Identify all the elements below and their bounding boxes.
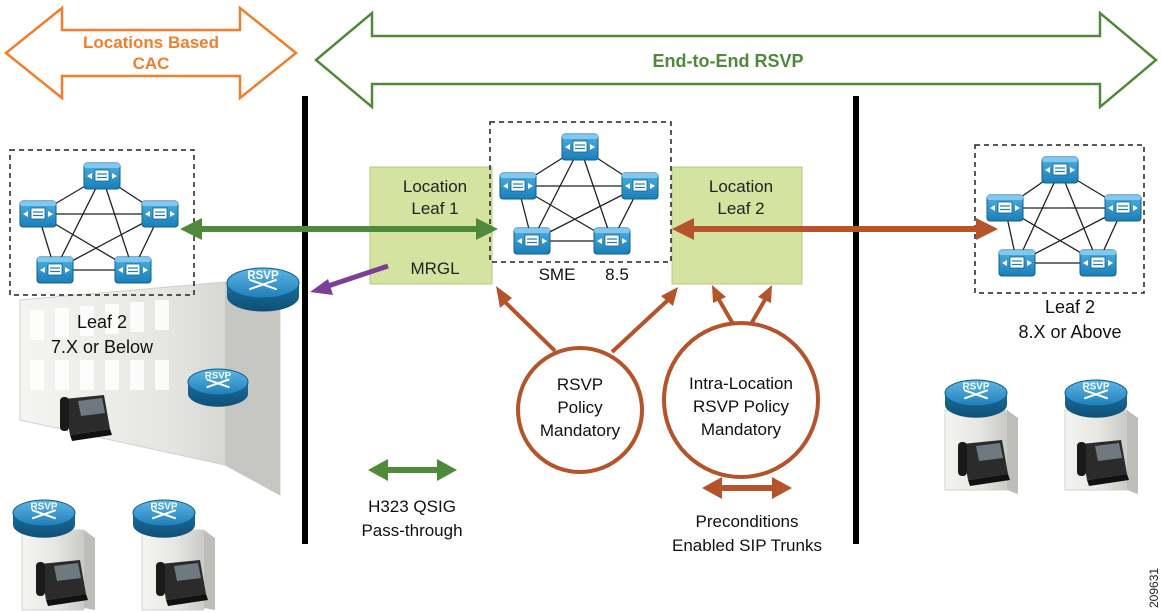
rsvp-routers: RSVP RSVP RSVP RSVP RSVP RSVP: [12, 267, 1128, 538]
left-cluster-cucm-server-icon: [114, 256, 152, 284]
right-leaf-label-line2: 8.X or Above: [1018, 322, 1121, 342]
left-leaf-label-line1: Leaf 2: [77, 312, 127, 332]
end-to-end-rsvp-banner: End-to-End RSVP: [314, 10, 1158, 110]
rsvp-policy-line3: Mandatory: [540, 421, 621, 440]
sme-cluster-cucm-server-icon: [561, 133, 599, 161]
rsvp-policy-line2: Policy: [557, 398, 603, 417]
location-leaf2-label-line2: Leaf 2: [717, 199, 764, 218]
right-cluster-mesh-link: [1059, 169, 1099, 264]
rsvp-router-label: RSVP: [31, 501, 58, 512]
intra-location-policy-circle: Intra-Location RSVP Policy Mandatory: [662, 321, 820, 479]
right-cluster-cucm-server-icon: [1041, 156, 1079, 184]
rsvp-router-label: RSVP: [963, 381, 990, 392]
rsvp-router-icon: RSVP: [226, 267, 300, 312]
sme-cluster-cucm-server-icon: [513, 227, 551, 255]
left-building: [19, 281, 281, 496]
h323-label-line1: H323 QSIG: [368, 497, 456, 516]
locations-cac-label-line2: CAC: [133, 54, 170, 73]
figure-id: 209631: [1147, 568, 1161, 608]
right-cluster-cucm-server-icon: [998, 249, 1036, 277]
locations-cac-label-line1: Locations Based: [83, 33, 219, 52]
rsvp-policy-circle: RSVP Policy Mandatory: [516, 346, 644, 474]
intra-location-line1: Intra-Location: [689, 374, 793, 393]
rust-trunk-arrow: [672, 218, 998, 240]
ip-phone-icon: [60, 395, 112, 441]
location-leaf1-box: Location Leaf 1 MRGL: [369, 166, 493, 285]
rsvp-router-label: RSVP: [247, 270, 279, 282]
location-leaf1-label-line1: Location: [403, 177, 467, 196]
rsvp-router-icon: RSVP: [187, 368, 249, 407]
sme-label: SME: [539, 265, 576, 284]
rsvp-router-icon: RSVP: [944, 379, 1008, 418]
ip-phones: [36, 395, 1129, 606]
h323-legend: H323 QSIG Pass-through: [361, 459, 463, 540]
locations-cac-banner: Locations Based CAC: [4, 5, 298, 101]
green-trunk-arrow: [180, 218, 498, 240]
rsvp-router-icon: RSVP: [132, 499, 196, 538]
right-cluster-cucm-server-icon: [1104, 194, 1142, 222]
purple-mrgl-arrow: [310, 263, 389, 295]
right-leaf-label-line1: Leaf 2: [1045, 297, 1095, 317]
sme-version-label: 8.5: [605, 265, 629, 284]
location-leaf1-label-line2: Leaf 1: [411, 199, 458, 218]
rsvp-router-label: RSVP: [205, 370, 232, 381]
left-cluster-mesh: [19, 162, 179, 284]
mrgl-label: MRGL: [410, 259, 459, 278]
left-cluster-cucm-server-icon: [141, 200, 179, 228]
left-cluster-cucm-server-icon: [36, 256, 74, 284]
preconditions-label-line2: Enabled SIP Trunks: [672, 536, 822, 555]
intra-location-line2: RSVP Policy: [693, 397, 790, 416]
sme-cluster-cucm-server-icon: [593, 227, 631, 255]
right-cluster-box: [974, 144, 1145, 294]
left-leaf-label-line2: 7.X or Below: [51, 337, 154, 357]
preconditions-legend: Preconditions Enabled SIP Trunks: [672, 477, 822, 555]
left-cluster-mesh-link: [101, 175, 134, 271]
rsvp-router-icon: RSVP: [12, 499, 76, 538]
intra-location-line3: Mandatory: [701, 420, 782, 439]
ip-phone-icon: [156, 560, 208, 606]
sme-cluster-mesh-link: [531, 146, 581, 242]
rsvp-router-label: RSVP: [1083, 381, 1110, 392]
sme-cluster-cucm-server-icon: [621, 172, 659, 200]
end-to-end-rsvp-label: End-to-End RSVP: [653, 51, 804, 71]
sme-cluster-cucm-server-icon: [499, 172, 537, 200]
sme-cluster-mesh-link: [579, 146, 613, 242]
right-cluster-cucm-server-icon: [1079, 249, 1117, 277]
ip-phone-icon: [36, 560, 88, 606]
left-cluster-cucm-server-icon: [83, 162, 121, 190]
h323-label-line2: Pass-through: [361, 521, 462, 540]
rsvp-router-icon: RSVP: [1064, 379, 1128, 418]
left-cluster-mesh-link: [54, 175, 103, 271]
location-leaf2-label-line1: Location: [709, 177, 773, 196]
left-cluster-cucm-server-icon: [19, 200, 57, 228]
right-cluster-mesh: [986, 156, 1142, 277]
policy-arrows: [496, 285, 772, 354]
right-cluster-mesh-link: [1016, 169, 1061, 264]
rsvp-policy-line1: RSVP: [557, 375, 603, 394]
preconditions-label-line1: Preconditions: [695, 512, 798, 531]
rsvp-router-label: RSVP: [151, 501, 178, 512]
sme-cluster-mesh: [499, 133, 659, 255]
ip-phone-icon: [958, 440, 1010, 486]
right-cluster-cucm-server-icon: [986, 194, 1024, 222]
ip-phone-icon: [1077, 440, 1129, 486]
sme-cluster-box: [489, 121, 672, 263]
